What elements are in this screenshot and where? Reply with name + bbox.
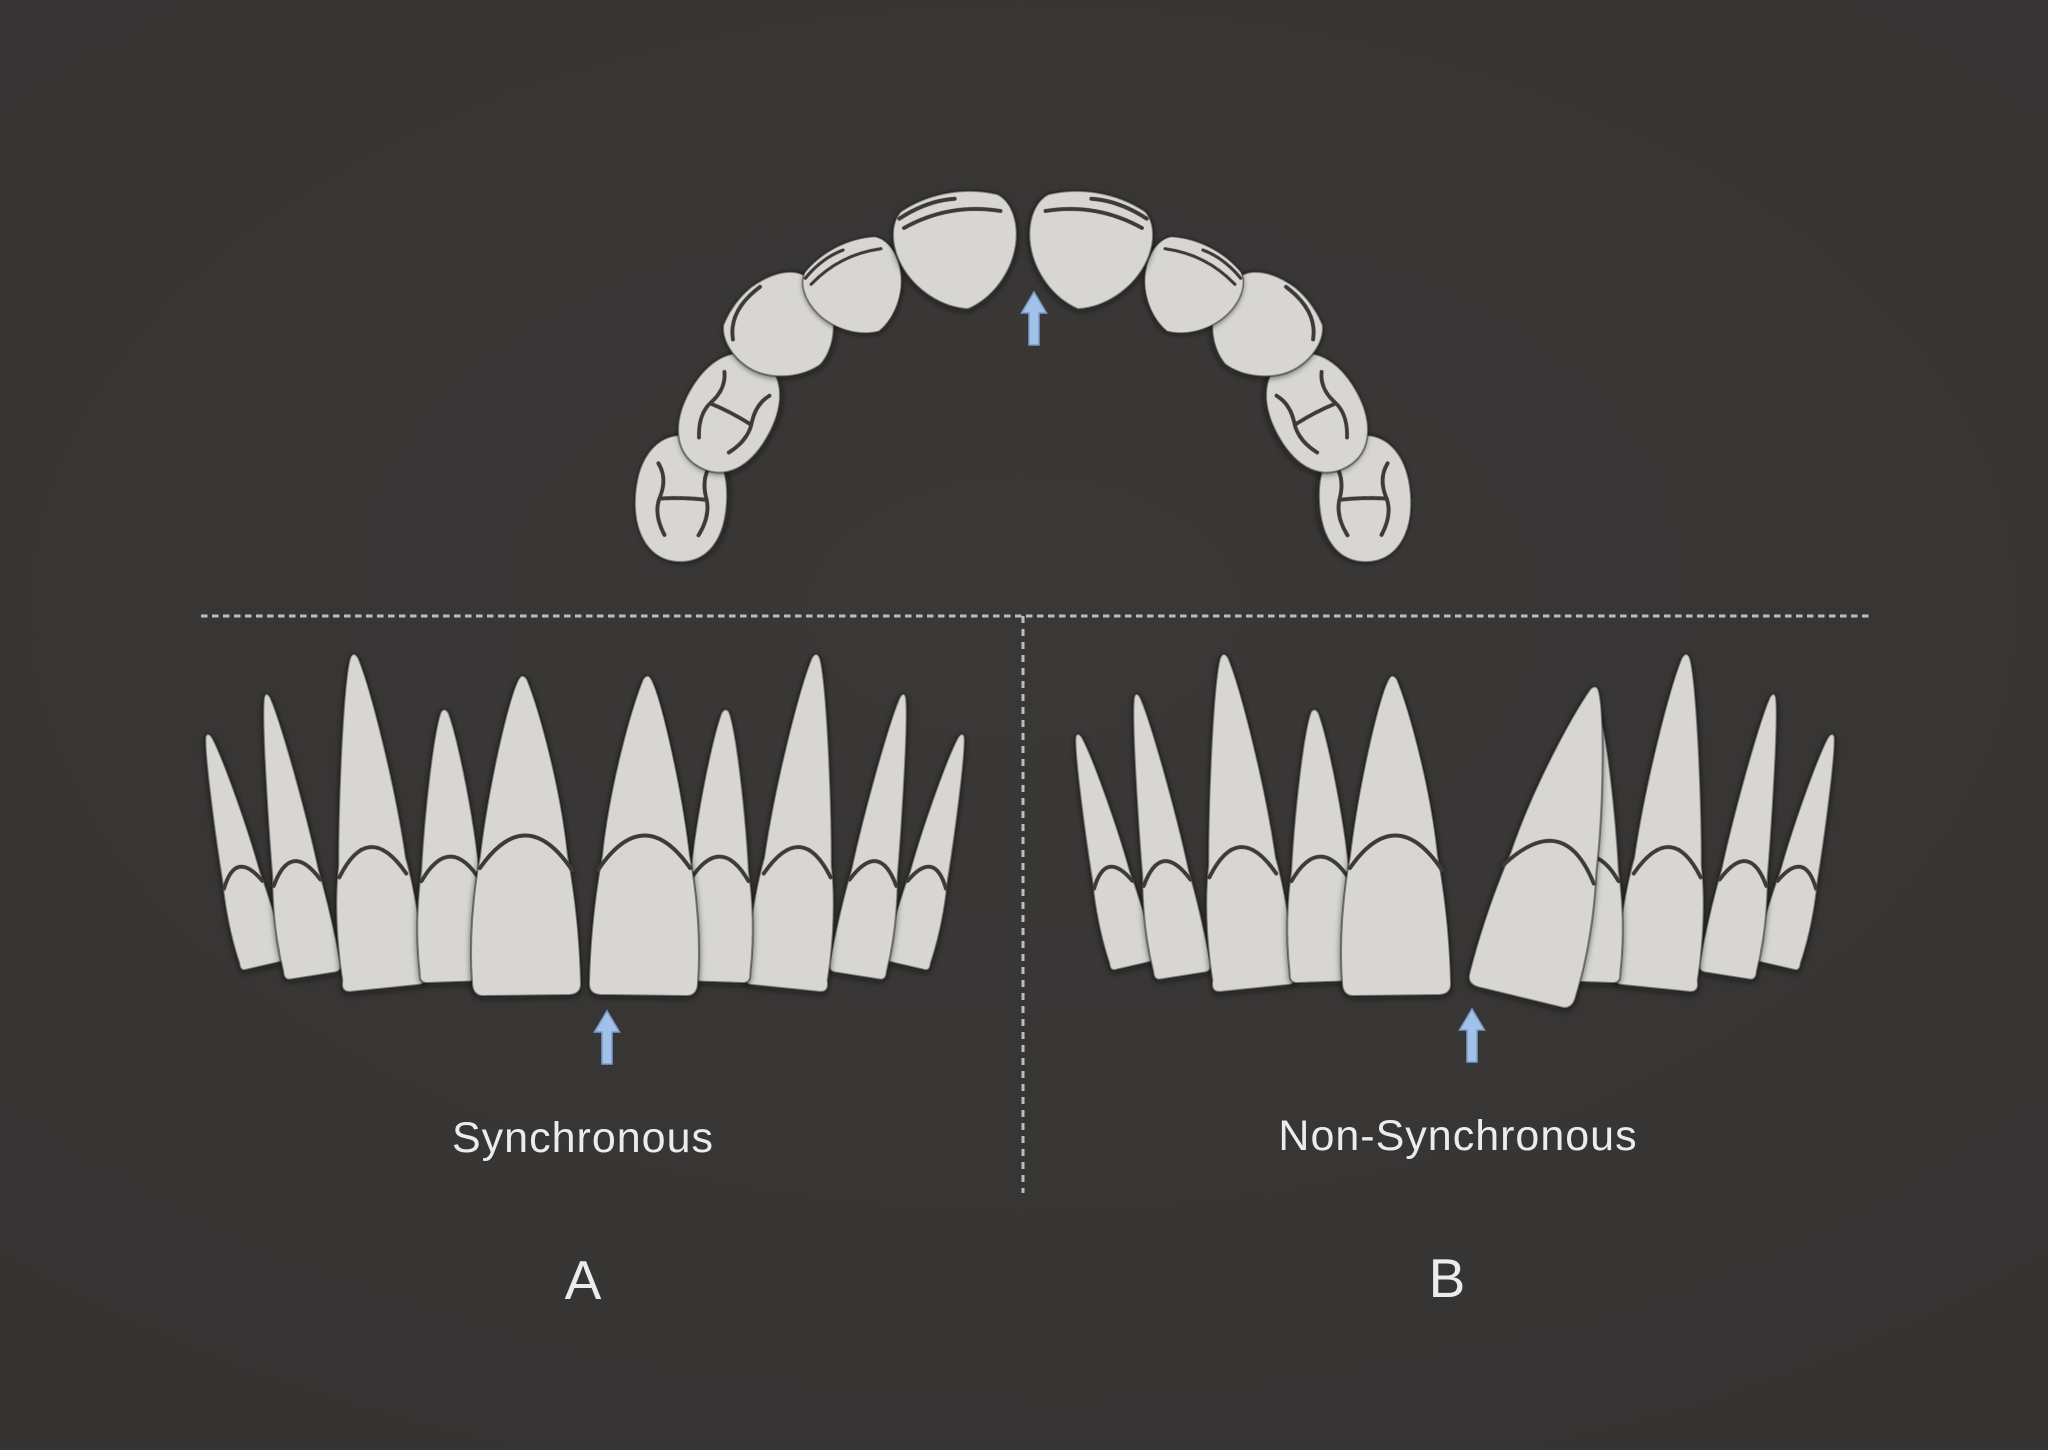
- tooth-slot: [470, 674, 583, 998]
- tooth-groove-line: [1043, 206, 1144, 231]
- tooth-groove-line: [1631, 845, 1703, 880]
- panel-a-label: Synchronous: [452, 1114, 714, 1162]
- tooth-slot: [677, 352, 781, 474]
- tooth-groove-line: [1141, 859, 1193, 888]
- tooth-slot: [262, 692, 342, 981]
- tooth-groove-line: [905, 864, 948, 891]
- tooth-groove-line: [1284, 284, 1316, 342]
- tooth-slot: [828, 692, 908, 981]
- tooth-first-premolar-left: [262, 692, 342, 981]
- tooth-groove-line: [1717, 859, 1769, 888]
- arch-lateral-incisor-left: [801, 235, 903, 334]
- tooth-groove-line: [1333, 462, 1350, 538]
- tooth-groove-line: [222, 864, 265, 891]
- tooth-groove-line: [761, 845, 833, 880]
- tooth-slot: [801, 235, 903, 334]
- tooth-slot: [1143, 235, 1245, 334]
- tooth-groove-line: [847, 859, 899, 888]
- panel-b-teeth: [1074, 653, 1836, 1009]
- panel-b-teeth-left-half: [1074, 653, 1453, 998]
- arch-central-incisor-right: [1028, 189, 1155, 311]
- tooth-slot: [1467, 685, 1604, 1009]
- up-arrow-icon: [1458, 1007, 1486, 1063]
- occlusal-arch-left: [633, 189, 1018, 563]
- tooth-groove-line: [1289, 854, 1353, 884]
- up-arrow-icon: [1020, 290, 1048, 346]
- tooth-groove-line: [1501, 838, 1596, 886]
- tooth-groove-line: [1338, 496, 1389, 502]
- tooth-slot: [1132, 692, 1212, 981]
- tooth-groove-line: [1201, 248, 1243, 280]
- tooth-slot: [587, 674, 700, 998]
- occlusal-arch-right: [1028, 189, 1413, 563]
- tooth-groove-line: [726, 393, 772, 455]
- panel-b-label: Non-Synchronous: [1278, 1112, 1637, 1160]
- tooth-central-incisor-right: [587, 674, 700, 998]
- tooth-groove-line: [902, 206, 1003, 231]
- tooth-groove-line: [708, 401, 752, 426]
- tooth-groove-line: [596, 833, 692, 872]
- arch-first-molar-left: [677, 352, 781, 474]
- tooth-groove-line: [1294, 401, 1338, 426]
- tooth-first-premolar-right: [828, 692, 908, 981]
- tooth-slot: [891, 189, 1018, 311]
- tooth-groove-line: [1274, 393, 1320, 455]
- tooth-groove-line: [419, 854, 483, 884]
- tooth-groove-line: [1163, 247, 1237, 286]
- tooth-groove-line: [478, 833, 574, 872]
- panel-a-teeth: [204, 653, 966, 998]
- tooth-groove-line: [803, 248, 845, 280]
- tooth-groove-line: [1092, 864, 1135, 891]
- panel-a-teeth-left-half: [204, 653, 583, 998]
- arch-central-incisor-left: [891, 189, 1018, 311]
- tooth-first-premolar-right: [1698, 692, 1778, 981]
- tooth-slot: [1698, 692, 1778, 981]
- tooth-groove-line: [730, 284, 762, 342]
- tooth-groove-line: [271, 859, 323, 888]
- tooth-groove-line: [696, 462, 713, 538]
- tooth-central-incisor-left: [1340, 674, 1453, 998]
- panel-a-letter: A: [565, 1249, 602, 1311]
- tooth-slot: [1340, 674, 1453, 998]
- tooth-groove-line: [687, 854, 751, 884]
- up-arrow-icon: [593, 1009, 621, 1065]
- tooth-groove-line: [897, 196, 957, 221]
- panel-a-teeth-right-half: [587, 653, 966, 998]
- arch-lateral-incisor-right: [1143, 235, 1245, 334]
- tooth-groove-line: [1775, 864, 1818, 891]
- tooth-groove-line: [337, 845, 409, 880]
- tooth-groove-line: [1207, 845, 1279, 880]
- tooth-groove-line: [1089, 196, 1149, 221]
- tooth-first-premolar-left: [1132, 692, 1212, 981]
- tooth-central-incisor-right-tilted: [1467, 685, 1604, 1009]
- tooth-slot: [1028, 189, 1155, 311]
- occlusal-arch: [633, 189, 1413, 563]
- tooth-groove-line: [1348, 833, 1444, 872]
- tooth-groove-line: [809, 247, 883, 286]
- tooth-central-incisor-left: [470, 674, 583, 998]
- panel-b-letter: B: [1429, 1247, 1466, 1309]
- tooth-groove-line: [657, 496, 708, 502]
